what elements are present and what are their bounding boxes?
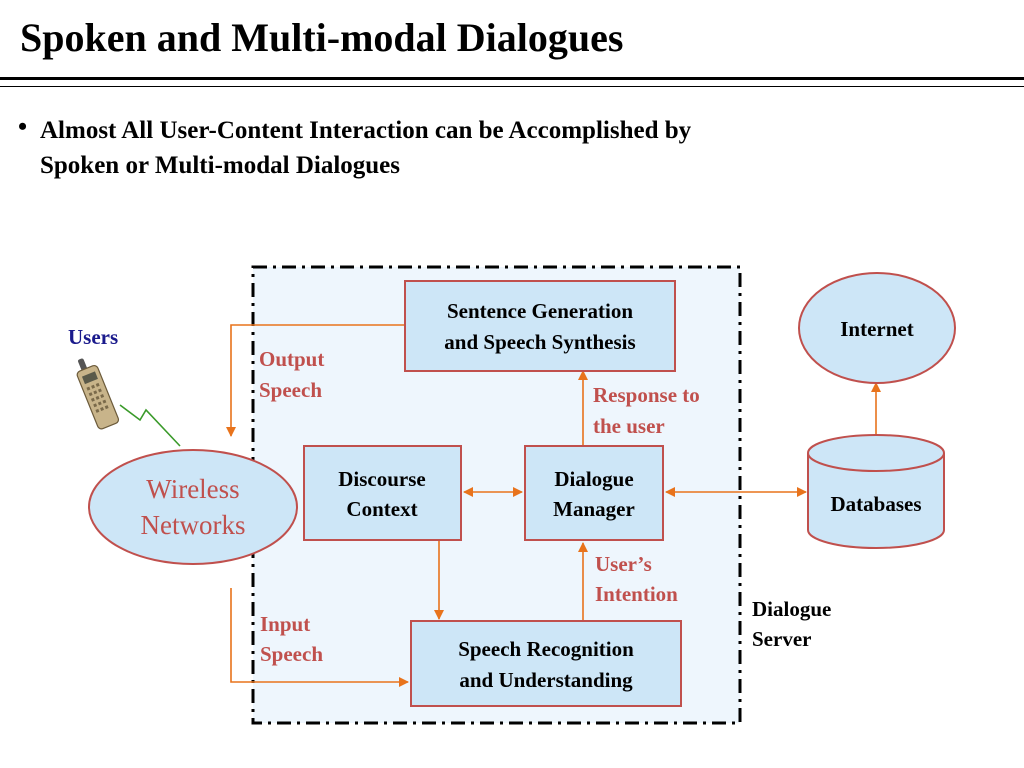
bullet-line-1: Almost All User-Content Interaction can … (40, 117, 692, 144)
mobile-phone-icon (76, 358, 120, 430)
arrow-output-speech (226, 324, 405, 437)
node-wireless-networks: Wireless Networks (88, 449, 298, 565)
node-dialogue-manager: Dialogue Manager (524, 445, 664, 541)
wireless-networks-line-1: Wireless (146, 474, 239, 504)
discourse-context-line-2: Context (346, 497, 417, 521)
dialogue-manager-line-2: Manager (553, 497, 635, 521)
discourse-context-line-1: Discourse (338, 467, 426, 491)
dialogue-server-line-2: Server (752, 627, 811, 651)
input-speech-line-2: Speech (260, 642, 323, 666)
response-to-user-line-2: the user (593, 414, 665, 438)
node-speech-recognition: Speech Recognition and Understanding (410, 620, 682, 707)
users-intention-line-1: User’s (595, 552, 652, 576)
users-label: Users (68, 325, 118, 349)
slide-title: Spoken and Multi-modal Dialogues (20, 15, 624, 60)
title-divider-thin (0, 86, 1024, 87)
wireless-networks-line-2: Networks (141, 510, 246, 540)
output-speech-line-2: Speech (259, 378, 322, 402)
bullet-line-2: Spoken or Multi-modal Dialogues (40, 152, 400, 179)
node-internet: Internet (798, 272, 956, 384)
dialogue-server-line-1: Dialogue (752, 597, 831, 621)
input-speech-line-1: Input (260, 612, 310, 636)
node-discourse-context: Discourse Context (303, 445, 462, 541)
arrow-input-speech (230, 588, 409, 687)
node-sentence-generation: Sentence Generation and Speech Synthesis (404, 280, 676, 372)
sentence-generation-line-1: Sentence Generation (447, 299, 633, 323)
internet-label: Internet (840, 317, 913, 341)
title-divider-thick (0, 77, 1024, 80)
users-intention-line-2: Intention (595, 582, 678, 606)
databases-label: Databases (830, 492, 921, 516)
sentence-generation-line-2: and Speech Synthesis (444, 330, 635, 354)
dialogue-manager-line-1: Dialogue (554, 467, 633, 491)
node-databases: Databases (807, 434, 945, 549)
output-speech-line-1: Output (259, 347, 324, 371)
bullet-text: Almost All User-Content Interaction can … (40, 113, 920, 183)
wireless-signal-icon (119, 404, 181, 447)
speech-recognition-line-1: Speech Recognition (458, 637, 634, 661)
speech-recognition-line-2: and Understanding (459, 668, 633, 692)
bullet-marker: • (18, 112, 28, 141)
response-to-user-line-1: Response to (593, 383, 700, 407)
